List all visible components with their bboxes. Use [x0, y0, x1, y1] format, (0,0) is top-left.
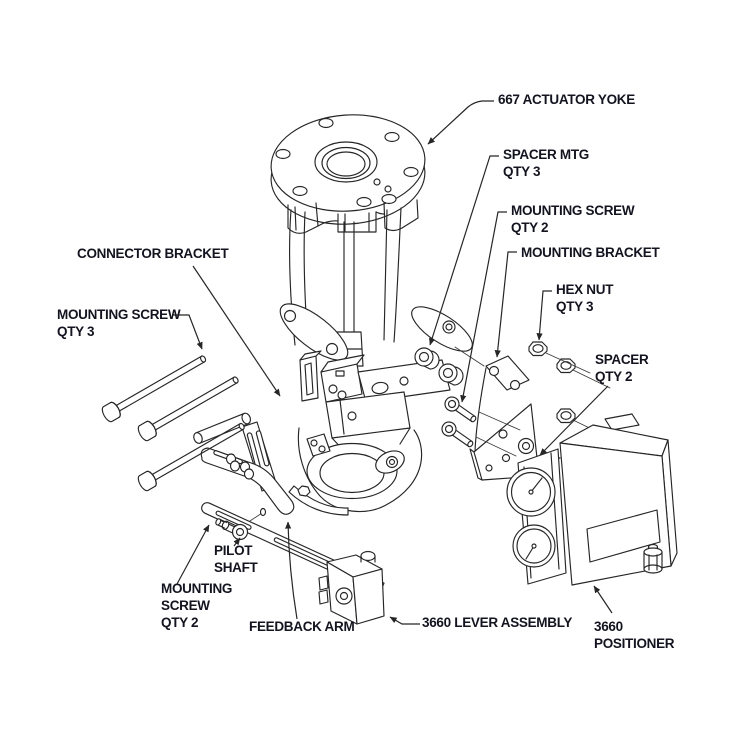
label-hex-nut: HEX NUT QTY 3 — [556, 282, 614, 314]
label-actuator-yoke: 667 ACTUATOR YOKE — [498, 92, 635, 107]
label-mounting-screw-bottom: MOUNTING SCREW QTY 2 — [161, 581, 233, 630]
hex-nuts — [529, 342, 575, 423]
label-spacer-mtg: SPACER MTG QTY 3 — [503, 147, 590, 179]
label-spacer: SPACER QTY 2 — [595, 352, 649, 384]
label-connector-bracket: CONNECTOR BRACKET — [77, 246, 229, 261]
alignment-lines — [455, 347, 610, 456]
actuator-yoke-flange — [268, 110, 428, 230]
lever-assembly-drawing — [319, 552, 384, 625]
cable-gland — [644, 545, 662, 574]
spacer-mtg-parts — [415, 348, 463, 385]
label-positioner: 3660 POSITIONER — [594, 619, 675, 651]
label-mounting-screw-right: MOUNTING SCREW QTY 2 — [511, 203, 635, 235]
label-feedback-arm: FEEDBACK ARM — [249, 619, 355, 634]
leader-lines — [172, 101, 612, 624]
positioner-drawing — [507, 414, 677, 585]
label-pilot-shaft: PILOT SHAFT — [214, 543, 258, 575]
label-lever-assembly: 3660 LEVER ASSEMBLY — [422, 615, 573, 630]
label-mounting-screw-left: MOUNTING SCREW QTY 3 — [57, 307, 181, 339]
pilot-shaft-pin — [214, 517, 236, 533]
yoke-boss — [300, 351, 450, 452]
yoke-lug-left — [272, 295, 356, 370]
yoke-lower-bell — [289, 428, 422, 515]
mounting-screws-right — [439, 394, 479, 451]
mounting-screws-left — [100, 351, 248, 493]
label-mounting-bracket: MOUNTING BRACKET — [521, 245, 660, 260]
